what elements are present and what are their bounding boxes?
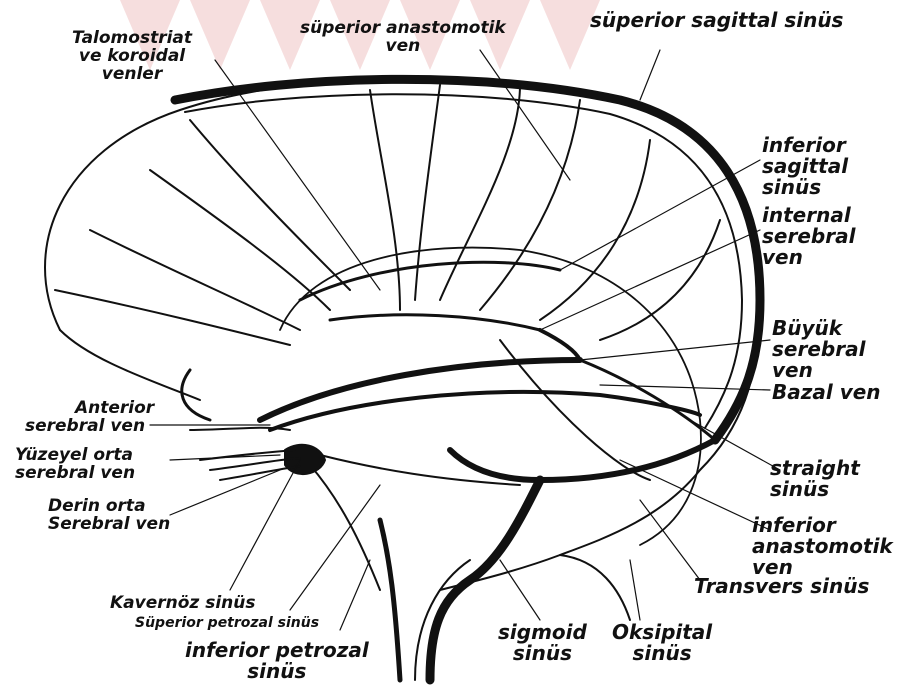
superior-sagittal-sinus (175, 79, 760, 440)
leader-sup-anast (480, 50, 570, 180)
great-cerebral-vein (540, 330, 580, 360)
leader-inf-petro (340, 560, 370, 630)
leader-derin (170, 470, 280, 515)
basal-vein-lower (270, 392, 700, 430)
label-superior-anastomotic-vein: süperior anastomotik ven (300, 20, 506, 56)
label-transverse-sinus: Transvers sinüs (694, 576, 869, 597)
inferior-sagittal-sinus (300, 262, 560, 300)
internal-cerebral-vein (330, 315, 540, 330)
label-inferior-anastomotic-vein: inferior anastomotik ven (752, 515, 893, 578)
label-superior-sagittal-sinus: süperior sagittal sinüs (590, 10, 843, 31)
leader-sup-sag (640, 50, 660, 100)
transverse-sinus (450, 440, 715, 480)
label-anterior-cerebral-vein: Anterior serebral ven (25, 400, 154, 436)
label-internal-cerebral-vein: internal serebral ven (762, 205, 855, 268)
label-great-cerebral-vein: Büyük serebral ven (772, 318, 865, 381)
occipital-sinus (560, 555, 630, 620)
vertical-vein (380, 520, 400, 680)
label-inferior-petrosal-sinus: inferior petrozal sinüs (185, 640, 369, 682)
superior-petrosal-sinus (320, 455, 520, 485)
inferior-petrosal-sinus (310, 465, 380, 590)
label-occipital-sinus: Oksipital sinüs (612, 622, 712, 664)
label-cavernous-sinus: Kavernöz sinüs (110, 595, 256, 613)
leader-sup-petro (290, 485, 380, 610)
leader-inf-sag (560, 160, 760, 270)
brain-outline-lower (60, 330, 200, 400)
label-talamostriat: Talomostriat ve koroidal venler (72, 30, 192, 84)
label-superior-petrosal-sinus: Süperior petrozal sinüs (135, 616, 319, 631)
cortical-vein (480, 100, 580, 310)
leader-kavernoz (230, 460, 300, 590)
straight-sinus (580, 360, 715, 440)
label-straight-sinus: straight sinüs (770, 458, 860, 500)
cortical-vein (90, 230, 300, 330)
leader-yuzeyel (170, 455, 280, 460)
cortical-vein (440, 85, 520, 300)
superior-sagittal-sinus-inner (185, 94, 742, 428)
label-sigmoid-sinus: sigmoid sinüs (498, 622, 587, 664)
label-inferior-sagittal-sinus: inferior sagittal sinüs (762, 135, 848, 198)
cortical-vein (150, 170, 330, 310)
leader-oksipital (630, 560, 640, 620)
occipital-arc (280, 248, 701, 545)
label-superficial-middle-cerebral-vein: Yüzeyel orta serebral ven (15, 447, 135, 483)
leader-buyuk (580, 340, 770, 360)
cortical-vein (190, 120, 350, 290)
label-deep-middle-cerebral-vein: Derin orta Serebral ven (48, 498, 170, 534)
cortical-vein (55, 290, 290, 345)
cortical-vein (370, 90, 400, 310)
label-basal-vein: Bazal ven (772, 382, 881, 403)
